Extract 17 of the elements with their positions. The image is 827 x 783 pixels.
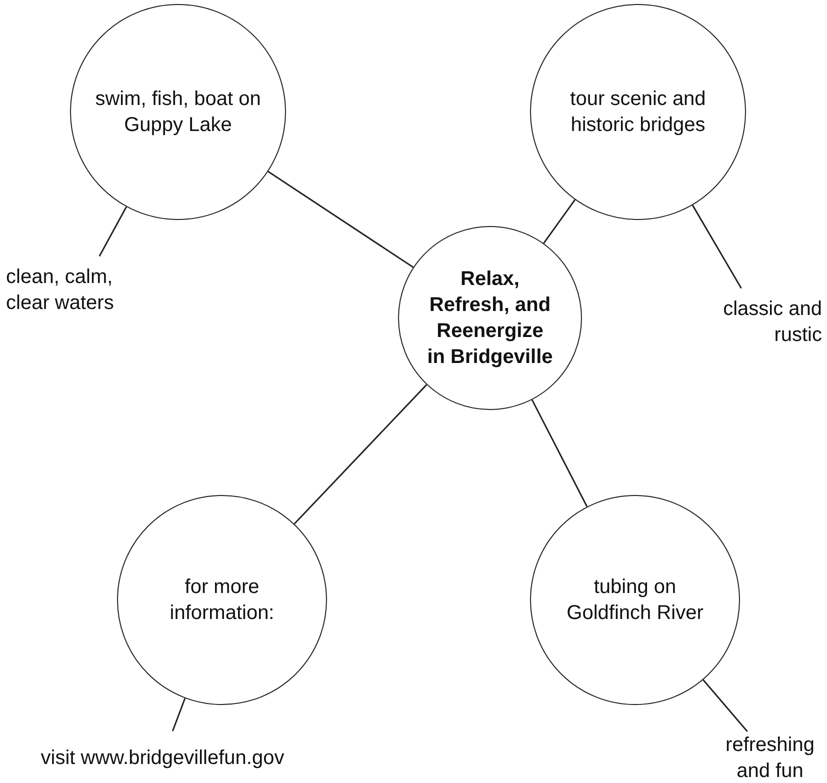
note-text: visit www.bridgevillefun.gov	[40, 746, 284, 771]
connector-line	[172, 698, 186, 732]
connector-line	[702, 679, 748, 732]
note-text: classic and rustic	[722, 297, 822, 348]
topic-text: swim, fish, boat on Guppy Lake	[94, 87, 262, 138]
connector-line	[543, 199, 576, 244]
connector-line	[692, 204, 742, 289]
note-text: refreshing and fun	[724, 733, 816, 783]
connector-line	[531, 399, 588, 507]
connector-line	[268, 170, 414, 268]
connector-line	[98, 206, 127, 257]
topic-text: for more information:	[168, 575, 276, 626]
connector-line	[294, 384, 428, 524]
topic-text: tubing on Goldfinch River	[566, 575, 704, 626]
topic-text: tour scenic and historic bridges	[569, 87, 707, 138]
note-text: clean, calm, clear waters	[6, 265, 115, 316]
topic-text: Relax, Refresh, and Reenergize in Bridgeville	[426, 267, 554, 370]
